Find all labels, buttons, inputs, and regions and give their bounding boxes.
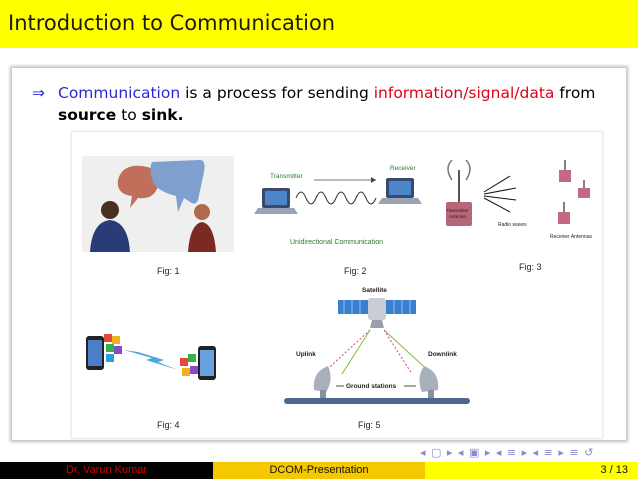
fig5-downlink-label: Downlink (428, 351, 457, 358)
fig3-antenna-label: Antenna (449, 214, 466, 219)
fig1-people-talking-image (82, 156, 234, 252)
term-communication: Communication (58, 84, 181, 102)
fig5-uplink-label: Uplink (296, 351, 316, 358)
bullet-text-part2: from (554, 84, 596, 102)
bullet-text-part1: is a process for sending (180, 84, 374, 102)
fig3-transmitter-label: Transmitter (446, 208, 469, 213)
footer-bar: Dr. Varun Kumar DCOM-Presentation 3 / 13 (0, 462, 638, 479)
fig2-caption: Unidirectional Communication (290, 239, 383, 246)
fig4-label: Fig: 4 (157, 420, 180, 430)
fig3-radio-antenna-diagram: Transmitter Antenna Radio waves Receiver… (446, 159, 592, 240)
fig4-phone-transfer-image (86, 334, 216, 380)
fig2-receiver-label: Receiver (390, 165, 416, 172)
term-sink: sink (141, 106, 178, 124)
footer-page-section: 3 / 13 (425, 462, 638, 479)
slide-title: Introduction to Communication (8, 11, 336, 35)
fig5-label: Fig: 5 (358, 420, 381, 430)
figure-panel: Fig: 1 Transmitter Receiver Unidirection… (72, 132, 602, 438)
content-block: ⇒ Communication is a process for sending… (12, 68, 626, 440)
fig1-label: Fig: 1 (157, 266, 180, 276)
fig5-satellite-label: Satellite (362, 287, 387, 294)
bullet-text: Communication is a process for sending i… (58, 82, 623, 126)
implies-arrow-icon: ⇒ (32, 84, 45, 102)
fig3-receiver-antennas-label: Receiver Antennas (550, 234, 592, 240)
term-source: source (58, 106, 117, 124)
fig5-ground-stations-label: Ground stations (346, 383, 397, 390)
footer-presentation-name: DCOM-Presentation (213, 462, 425, 479)
footer-page-number: 3 / 13 (600, 464, 628, 476)
bullet-text-end: . (177, 106, 184, 124)
highlight-information: information/signal/data (373, 84, 555, 102)
fig2-transmitter-label: Transmitter (270, 173, 303, 180)
bullet-text-to: to (116, 106, 142, 124)
fig2-unidirectional-diagram: Transmitter Receiver Unidirectional Comm… (254, 165, 422, 246)
footer-author: Dr. Varun Kumar (0, 462, 213, 479)
fig3-radio-waves-label: Radio waves (498, 222, 527, 228)
beamer-navigation-icons[interactable]: ◂ ▢ ▸ ◂ ▣ ▸ ◂ ≡ ▸ ◂ ≡ ▸ ≡ ↺ (420, 446, 595, 459)
title-bar: Introduction to Communication (0, 0, 638, 48)
fig5-satellite-diagram: Satellite Uplink Downlink Ground station… (284, 287, 470, 404)
fig3-label: Fig: 3 (519, 262, 542, 272)
fig2-label: Fig: 2 (344, 266, 367, 276)
